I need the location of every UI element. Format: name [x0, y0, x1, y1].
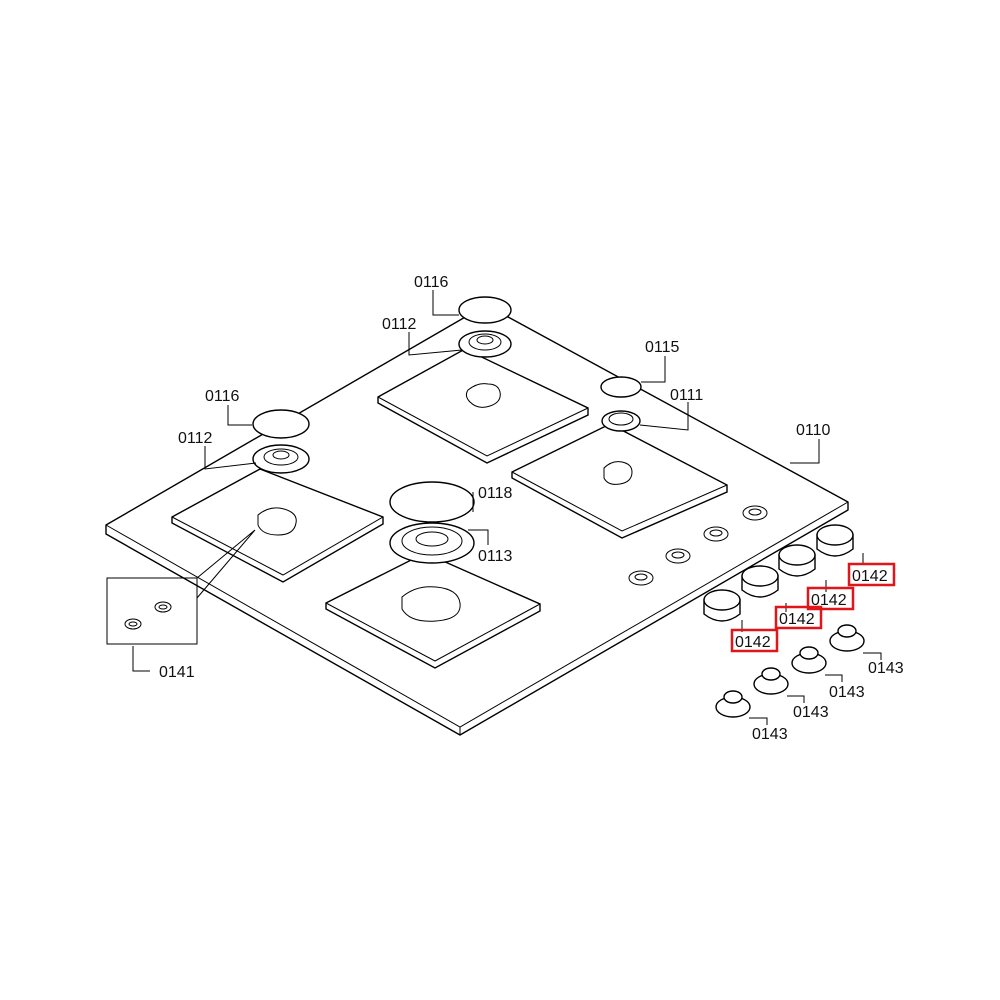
wok-burner [389, 522, 475, 564]
label-0143-2: 0143 [793, 704, 829, 721]
bezel-4 [829, 624, 865, 652]
knob-4 [816, 524, 854, 557]
burner-cap-left [252, 409, 310, 439]
label-0142-4: 0142 [852, 568, 888, 585]
wok-cap [389, 481, 475, 523]
highlight-0142-3 [806, 586, 855, 611]
label-0143-1: 0143 [752, 726, 788, 743]
label-0142-2: 0142 [779, 611, 815, 628]
knobs [703, 524, 854, 622]
label-0113: 0113 [478, 548, 513, 565]
leader-lines [132, 290, 882, 725]
burner-cap-top [458, 296, 512, 324]
label-0110: 0110 [796, 422, 831, 439]
burner-small [601, 410, 641, 432]
label-0112-top: 0112 [382, 316, 417, 333]
control-holes [628, 505, 768, 586]
burner-holes [257, 383, 633, 622]
knob-3 [778, 544, 816, 577]
highlight-0142-4 [847, 562, 896, 587]
bezel-1 [715, 690, 751, 718]
label-0142-1: 0142 [735, 634, 771, 651]
burner-left [252, 444, 310, 474]
highlight-0142-1 [730, 628, 779, 653]
knob-bezels [715, 624, 865, 718]
label-0115: 0115 [645, 339, 680, 356]
knob-1 [703, 589, 741, 622]
label-0111: 0111 [670, 387, 703, 404]
injectors-inset [106, 529, 256, 645]
knob-2 [741, 565, 779, 598]
label-0142-3: 0142 [811, 592, 847, 609]
burner-top [458, 330, 512, 358]
bezel-2 [753, 667, 789, 695]
label-0112-left: 0112 [178, 430, 213, 447]
bezel-3 [791, 646, 827, 674]
highlight-0142-2 [774, 605, 823, 630]
burner-cap-small [600, 376, 642, 398]
part-labels: 0116 0112 0116 0112 0115 0111 0110 0118 … [159, 274, 904, 743]
label-0143-3: 0143 [829, 684, 865, 701]
label-0141: 0141 [159, 664, 195, 681]
label-0116-top: 0116 [414, 274, 449, 291]
label-0143-4: 0143 [868, 660, 904, 677]
label-0116-left: 0116 [205, 388, 240, 405]
label-0118: 0118 [478, 485, 513, 502]
